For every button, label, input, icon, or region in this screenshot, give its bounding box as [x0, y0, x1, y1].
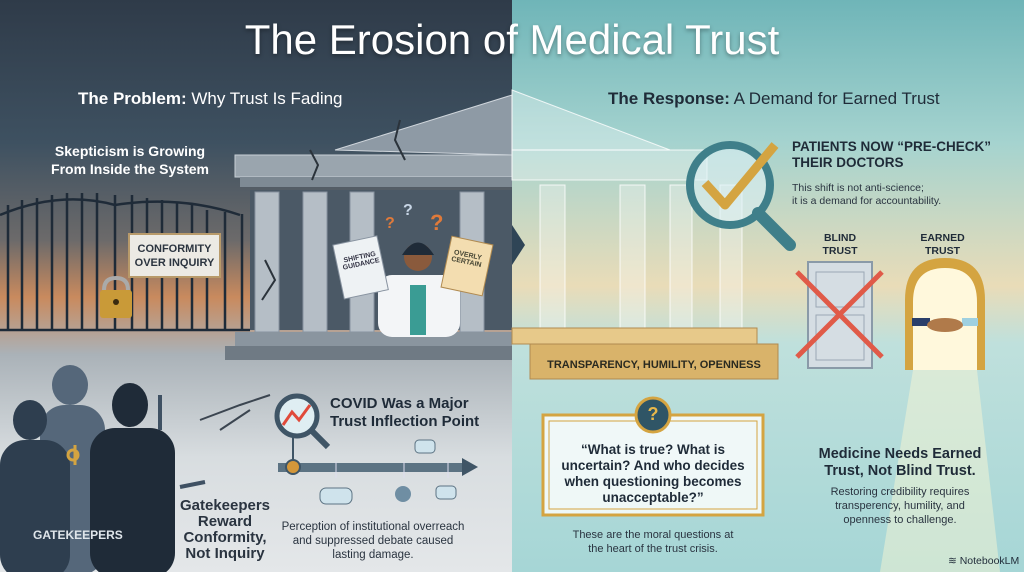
sign-line: CONFORMITY [137, 243, 212, 255]
caption-line: Reward [197, 513, 253, 530]
covid-text-line: Perception of institutional overreach [281, 521, 465, 533]
quote-line: unacceptable?” [602, 490, 704, 505]
quote-caption: These are the moral questions at the hea… [553, 528, 753, 556]
problem-heading-bold: The Problem: [78, 89, 187, 108]
problem-heading-rest: Why Trust Is Fading [186, 89, 343, 108]
notebooklm-branding: ≋ NotebookLM [948, 555, 1019, 567]
quote-line: when questioning becomes [564, 474, 742, 489]
caption-line: Gatekeepers [179, 497, 271, 514]
precheck-heading-line: THEIR DOCTORS [792, 155, 904, 170]
gatekeepers-caption: Gatekeepers Reward Conformity, Not Inqui… [175, 498, 275, 562]
label-line: TRUST [822, 245, 858, 257]
quote-line: uncertain? And who decides [561, 458, 745, 473]
covid-timeline [278, 439, 478, 505]
response-heading-rest: A Demand for Earned Trust [729, 89, 940, 108]
conclusion-heading: Medicine Needs Earned Trust, Not Blind T… [810, 446, 990, 480]
precheck-heading-line: PATIENTS NOW “PRE-CHECK” [792, 139, 991, 154]
plinth-label: TRANSPARENCY, HUMILITY, OPENNESS [547, 359, 761, 371]
response-heading-bold: The Response: [608, 89, 730, 108]
gatekeeper-silhouettes [0, 365, 206, 572]
conclusion-text-line: transperency, humility, and [835, 500, 965, 512]
skepticism-heading: Skepticism is Growing From Inside the Sy… [40, 142, 220, 178]
label-line: TRUST [925, 245, 960, 257]
page-title: The Erosion of Medical Trust [244, 16, 780, 63]
notebooklm-logo-icon: ≋ [948, 555, 960, 567]
virus-icon [395, 486, 411, 502]
precheck-text: This shift is not anti-science; it is a … [792, 182, 941, 208]
paper-shifting-guidance [332, 235, 389, 300]
conclusion-text-line: Restoring credibility requires [830, 486, 970, 498]
covid-text-line: lasting damage. [332, 549, 414, 561]
question-icon [634, 396, 672, 434]
conclusion-heading-line: Trust, Not Blind Trust. [824, 463, 976, 479]
covid-text-line: and suppressed debate caused [292, 535, 454, 547]
red-x-icon [795, 270, 884, 359]
open-arch-handshake-icon [880, 258, 1000, 572]
skepticism-line: Skepticism is Growing [54, 143, 206, 159]
quote-line: “What is true? What is [580, 442, 725, 457]
conclusion-heading-line: Medicine Needs Earned [818, 446, 982, 462]
conclusion-text: Restoring credibility requires transpere… [820, 485, 980, 527]
paper-overly-certain [440, 235, 494, 297]
skepticism-line: From Inside the System [51, 161, 209, 177]
covid-text: Perception of institutional overreach an… [268, 520, 478, 562]
question-mark-icon: ? [430, 210, 444, 235]
branding-text: NotebookLM [959, 555, 1020, 567]
question-mark-icon: ? [403, 202, 413, 219]
covid-heading-line: Trust Inflection Point [330, 413, 480, 430]
golden-plinth [511, 327, 779, 380]
doctor-illustration [378, 242, 460, 337]
response-heading: The Response: A Demand for Earned Trust [608, 89, 940, 109]
question-mark-icon: ? [385, 215, 395, 232]
trend-magnifier-icon [274, 393, 331, 462]
gatekeepers-label: GATEKEEPERS [33, 528, 123, 542]
divider-chevron [512, 225, 525, 265]
iron-gate-illustration [0, 193, 250, 332]
label-line: BLIND [823, 232, 857, 244]
label-line: EARNED [920, 232, 965, 244]
conclusion-text-line: openness to challenge. [843, 514, 957, 526]
quote-text: “What is true? What is uncertain? And wh… [550, 442, 756, 506]
checkmark-magnifier-icon [686, 141, 796, 251]
caption-line: Conformity, [183, 529, 267, 546]
chat-bubble-icon [414, 439, 436, 454]
chat-bubble-icon [435, 485, 457, 500]
precheck-heading: PATIENTS NOW “PRE-CHECK” THEIR DOCTORS [792, 139, 991, 171]
key-icon [66, 448, 80, 462]
precheck-text-line: This shift is not anti-science; [792, 182, 924, 194]
question-icon-glyph: ? [647, 404, 659, 424]
caption-line: Not Inquiry [185, 545, 265, 562]
quote-caption-line: the heart of the trust crisis. [588, 543, 718, 555]
mask-icon [319, 487, 353, 505]
quote-caption-line: These are the moral questions at [572, 529, 734, 541]
sign-line: OVER INQUIRY [134, 257, 215, 269]
padlock-icon [100, 275, 132, 318]
covid-heading: COVID Was a Major Trust Inflection Point [330, 395, 479, 431]
problem-heading: The Problem: Why Trust Is Fading [78, 89, 343, 109]
covid-heading-line: COVID Was a Major [330, 395, 469, 412]
conformity-sign: CONFORMITY OVER INQUIRY [128, 233, 221, 278]
precheck-text-line: it is a demand for accountability. [792, 195, 942, 207]
